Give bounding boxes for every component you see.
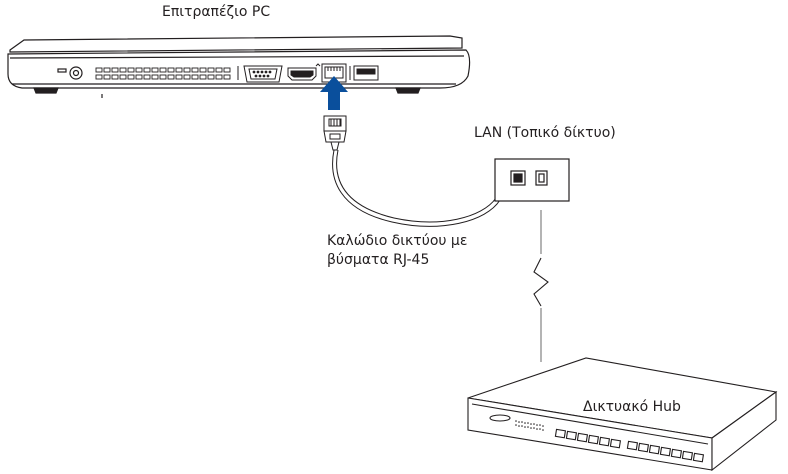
hub-label: Δικτυακό Hub [583, 399, 681, 415]
lan-wall-socket [494, 158, 570, 202]
rj45-plug-icon [323, 115, 347, 151]
network-cable [332, 149, 517, 227]
usb-port [349, 65, 379, 81]
vga-port [237, 65, 283, 83]
cable-label-line-1: Καλώδιο δικτύου με [327, 233, 468, 249]
laptop-side-view [7, 35, 471, 98]
vent-grille [95, 67, 231, 80]
pc-label: Επιτραπέζιο PC [162, 4, 271, 20]
hdmi-port [287, 67, 317, 81]
lan-port [315, 63, 347, 83]
cable-label-line-2: βύσματα RJ-45 [327, 252, 430, 268]
lan-label: LAN (Τοπικό δίκτυο) [474, 125, 616, 141]
cable-label: Καλώδιο δικτύου με βύσματα RJ-45 [327, 232, 467, 270]
upward-arrow-icon [320, 76, 348, 110]
zigzag-break-icon [533, 257, 549, 307]
network-hub-device [467, 357, 778, 472]
